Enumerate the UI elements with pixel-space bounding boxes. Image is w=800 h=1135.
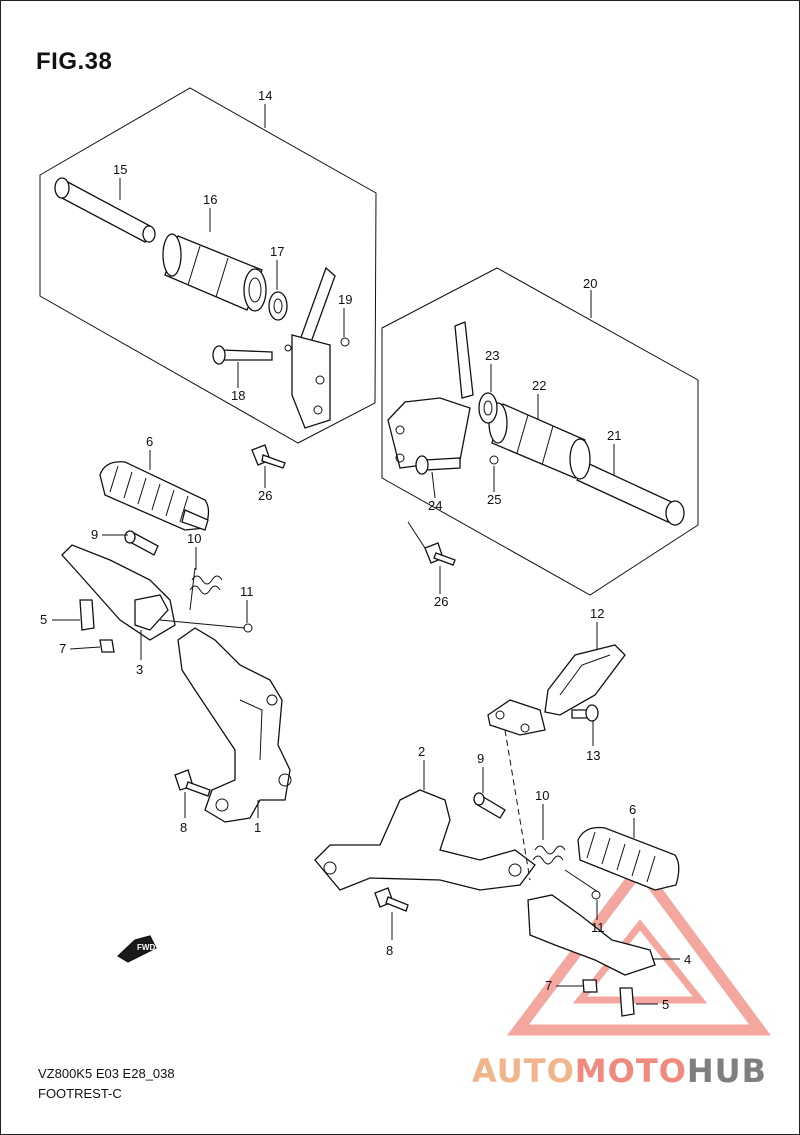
part-5-stopper-left (79, 599, 95, 631)
part-26-bolt-left (251, 444, 286, 469)
kit-box-20 (381, 267, 699, 596)
part-19-clip (340, 337, 350, 347)
callout-5-right: 5 (662, 997, 669, 1012)
part-23-washer (478, 392, 498, 424)
watermark-part-moto: MOTO (574, 1052, 687, 1090)
part-1-footrest-bracket-left (177, 627, 292, 823)
part-24-clevis-pin (415, 455, 461, 475)
callout-21: 21 (607, 428, 621, 443)
callout-10-left: 10 (187, 531, 201, 546)
watermark-logo: AUTOMOTOHUB (472, 1052, 767, 1090)
callout-23: 23 (485, 348, 499, 363)
part-17-washer (268, 291, 288, 321)
callout-15: 15 (113, 162, 127, 177)
callout-14: 14 (258, 88, 272, 103)
part-21-pin (576, 461, 685, 526)
callouts: 14 15 16 17 19 18 26 20 23 22 21 24 25 2… (40, 88, 691, 1012)
part-16-roller (162, 233, 267, 312)
part-7-nut-right (582, 979, 598, 993)
kit-14-bracket (284, 266, 336, 429)
callout-2: 2 (418, 744, 425, 759)
callout-11-right: 11 (591, 920, 605, 935)
part-9-pin-left (124, 530, 159, 556)
part-9-pin-right (473, 792, 506, 819)
kit-box-14 (39, 87, 377, 444)
callout-7-left: 7 (59, 641, 66, 656)
part-8-bolt-right (374, 887, 409, 912)
part-26-bolt-right (407, 521, 456, 566)
callout-9-right: 9 (477, 751, 484, 766)
callout-26-left: 26 (258, 488, 272, 503)
part-11-clip-left (243, 623, 253, 633)
callout-8-right: 8 (386, 943, 393, 958)
callout-18: 18 (231, 388, 245, 403)
watermark-part-hub: HUB (686, 1052, 768, 1090)
figure-title: FIG.38 (36, 48, 113, 75)
callout-13: 13 (586, 748, 600, 763)
part-25-clip (489, 455, 499, 465)
part-10-spring-right (532, 845, 566, 865)
part-6-footrest-rubber-left (99, 461, 210, 531)
callout-6-right: 6 (629, 802, 636, 817)
callout-8-left: 8 (180, 820, 187, 835)
callout-12: 12 (590, 606, 604, 621)
callout-17: 17 (270, 244, 284, 259)
part-22-roller (488, 402, 591, 480)
part-6-footrest-rubber-right (577, 826, 680, 891)
part-8-bolt-left (174, 769, 211, 797)
part-18-clevis-pin (212, 345, 273, 365)
part-5-stopper-right (619, 987, 635, 1017)
part-2-footrest-bracket-right (314, 789, 536, 891)
fwd-label: FWD (137, 943, 155, 952)
callout-25: 25 (487, 492, 501, 507)
assembly-guide-lines (159, 619, 599, 893)
callout-1: 1 (254, 820, 261, 835)
model-code: VZ800K5 E03 E28_038 (38, 1066, 175, 1081)
fwd-arrow-icon: FWD (117, 935, 157, 963)
callout-22: 22 (532, 378, 546, 393)
callout-16: 16 (203, 192, 217, 207)
callout-10-right: 10 (535, 788, 549, 803)
part-4-bracket-right (527, 894, 656, 976)
part-7-nut-left (99, 639, 115, 653)
callout-26-right: 26 (434, 594, 448, 609)
callout-19: 19 (338, 292, 352, 307)
callout-6-left: 6 (146, 434, 153, 449)
watermark-part-auto: AUTO (472, 1052, 575, 1090)
kit-20-bracket (387, 321, 474, 469)
callout-20: 20 (583, 276, 597, 291)
part-15-pin (54, 177, 156, 243)
callout-11-left: 11 (240, 584, 254, 599)
callout-5-left: 5 (40, 612, 47, 627)
callout-7-right: 7 (545, 978, 552, 993)
part-12-heel-guard (487, 644, 626, 736)
callout-9-left: 9 (91, 527, 98, 542)
figure-caption: FOOTREST-C (38, 1086, 122, 1101)
part-10-spring-left (189, 567, 223, 611)
callout-4: 4 (684, 952, 691, 967)
callout-3: 3 (136, 662, 143, 677)
part-11-clip-right (591, 890, 601, 900)
part-13-bolt (571, 704, 599, 722)
part-3-bracket-left (61, 544, 176, 641)
callout-24: 24 (428, 498, 442, 513)
